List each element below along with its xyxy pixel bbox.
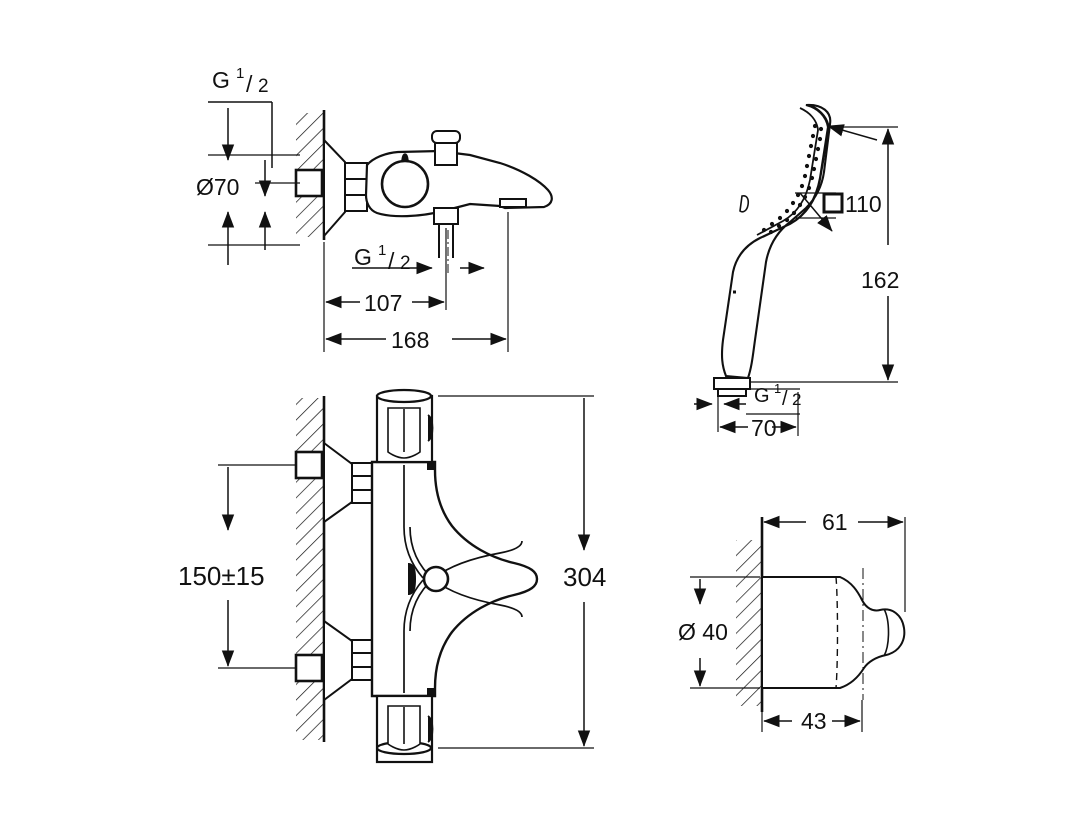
dimension-61 (761, 515, 906, 612)
label-g-half-shower: G 1 / 2 (754, 381, 801, 410)
handle-grip-detail (733, 195, 750, 294)
dimension-g-half-shower (694, 388, 800, 432)
thermostatic-mixer-front-view (218, 388, 594, 764)
dimension-g-half-top (208, 101, 300, 168)
hand-shower-view (694, 103, 898, 436)
hand-shower-body (720, 103, 832, 380)
label-304: 304 (563, 562, 606, 592)
temperature-indicator-marks (408, 563, 450, 595)
label-61: 61 (822, 509, 848, 535)
spout-lip (499, 198, 527, 208)
label-g-half-top: G 1 / 2 (212, 65, 269, 97)
bracket-body (761, 576, 906, 689)
label-g-half-outlet-main: G (354, 244, 372, 270)
label-g-half-outlet: G 1 / 2 (354, 242, 411, 274)
dimension-43 (761, 690, 863, 732)
union-nut (344, 162, 368, 212)
label-107: 107 (364, 290, 402, 316)
label-g-half-shower-denominator: 2 (792, 390, 801, 409)
label-g-half-shower-main: G (754, 385, 770, 407)
label-g-half-top-slash: / (246, 71, 253, 97)
label-g-half-top-main: G (212, 67, 230, 93)
label-g-half-top-numerator: 1 (236, 65, 244, 82)
dimension-107 (323, 228, 447, 316)
handle-boss-circle (380, 153, 430, 209)
union-nut-upper (351, 462, 373, 504)
label-g-half-outlet-numerator: 1 (378, 242, 386, 259)
label-43: 43 (801, 708, 827, 734)
label-70: 70 (751, 415, 777, 441)
dimension-diameter-40 (690, 576, 760, 689)
union-nut-lower (351, 639, 373, 681)
dimension-168 (323, 212, 509, 352)
label-square-110-value: 110 (845, 191, 882, 217)
bracket-ball-head (883, 608, 890, 657)
volume-handle-bottom (375, 694, 434, 764)
thermostat-handle-top (375, 388, 434, 464)
label-g-half-outlet-denominator: 2 (400, 253, 411, 274)
dimension-150-tolerance (218, 464, 296, 669)
escutcheon-upper (274, 441, 353, 524)
spray-face-edge (756, 105, 830, 238)
mixer-body-contours (403, 465, 523, 693)
label-g-half-top-denominator: 2 (258, 76, 269, 97)
label-square-110: 110 (822, 191, 882, 217)
label-g-half-shower-numerator: 1 (774, 381, 781, 396)
label-diameter-40: Ø 40 (678, 619, 728, 645)
dimension-diameter-70 (208, 160, 300, 265)
label-150-tolerance: 150±15 (178, 561, 265, 591)
wall-hatching-lower (296, 396, 326, 742)
escutcheon-cone (323, 137, 346, 239)
wall-bracket-view (690, 515, 906, 732)
hose-connector (713, 377, 751, 397)
mixer-body-front (370, 460, 539, 698)
label-diameter-70: Ø70 (196, 174, 239, 200)
dimension-g-half-outlet (352, 230, 485, 276)
bath-mixer-side-view (208, 101, 553, 352)
label-168: 168 (391, 327, 429, 353)
dimension-70 (719, 392, 799, 436)
label-g-half-outlet-slash: / (388, 248, 395, 274)
shower-outlet-connector (433, 207, 459, 258)
diverter-knob (431, 130, 461, 166)
dimension-162 (750, 126, 898, 383)
bracket-hidden-lines (835, 576, 839, 689)
label-162: 162 (861, 267, 899, 293)
wall-hatching-bracket (736, 517, 764, 712)
label-g-half-shower-slash: / (782, 388, 788, 410)
body-notch-marks (427, 462, 434, 696)
dimension-304 (438, 395, 594, 749)
